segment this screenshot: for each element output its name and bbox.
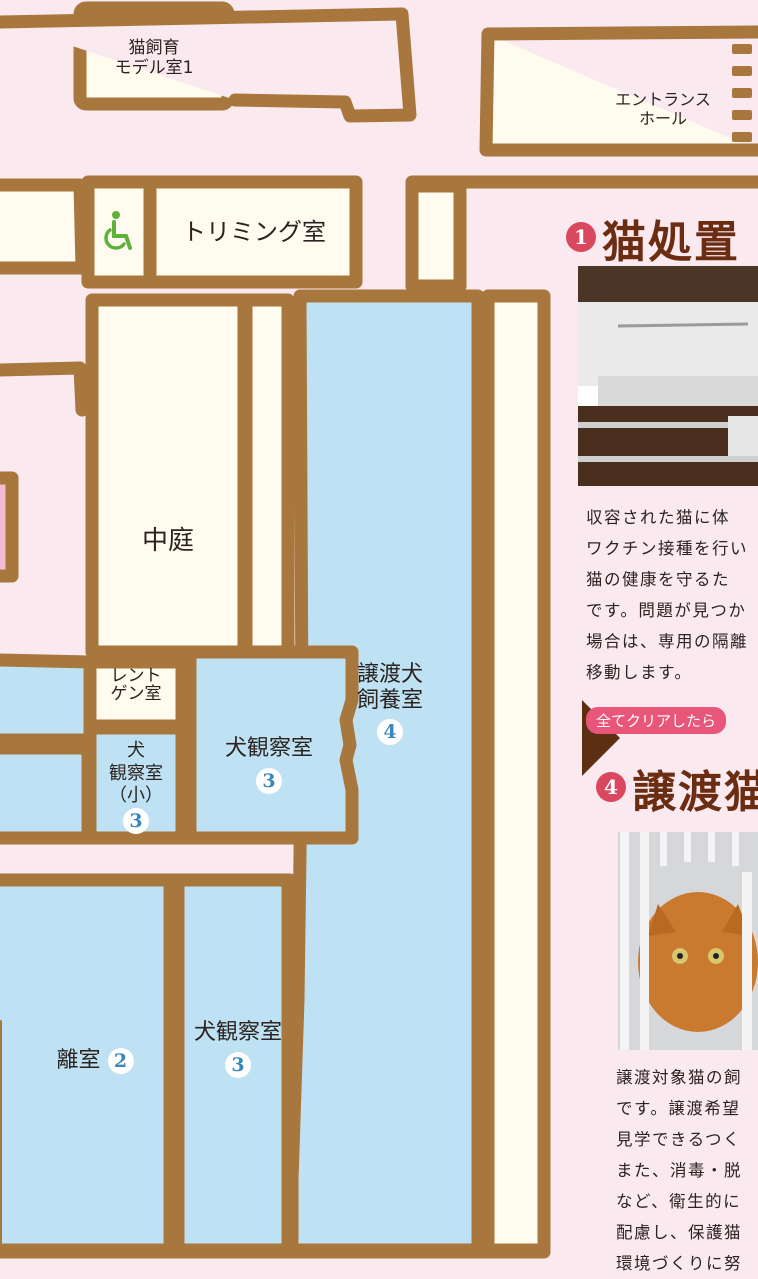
dog-observation-small-label: 犬観察室（小） 3 [109, 740, 163, 834]
courtyard-wall [85, 293, 251, 659]
isolation-room-label: 離室 2 [30, 1048, 160, 1074]
cat-model-room-label: 猫飼育モデル室1 [114, 38, 194, 79]
section-4-description: 譲渡対象猫の飼 です。譲渡希望 見学できるつく また、消毒・脱 など、衛生的に … [616, 1068, 742, 1273]
cat-treatment-photo [578, 266, 758, 486]
all-clear-tag: 全てクリアしたら [586, 707, 727, 734]
section-1-number: 1 [566, 222, 596, 252]
xray-room-label: レントゲン室 [110, 666, 162, 704]
adoption-dog-room-badge: 4 [377, 718, 403, 745]
section-4-number: 4 [596, 772, 626, 802]
courtyard-label: 中庭 [141, 526, 194, 556]
trimming-room-label: トリミング室 [182, 218, 326, 246]
adoption-dog-room-label: 譲渡犬飼養室 4 [356, 662, 423, 745]
dog-observation-b-badge: 3 [225, 1052, 251, 1079]
adoption-cat-photo [618, 832, 758, 1050]
wheelchair-icon [104, 210, 136, 250]
isolation-room-badge: 2 [107, 1048, 134, 1074]
dog-observation-a-badge: 3 [256, 768, 282, 795]
dog-observation-a-label: 犬観察室 3 [224, 736, 313, 795]
section-4-title: 譲渡猫 [632, 767, 758, 818]
dog-observation-b-label: 犬観察室 3 [193, 1020, 282, 1079]
trimming-room-wall [81, 175, 363, 289]
entrance-hall-label: エントランスホール [615, 90, 711, 129]
dog-observation-small-badge: 3 [123, 807, 149, 834]
section-1-title: 猫処置 [602, 217, 740, 268]
section-1-description: 収容された猫に体 ワクチン接種を行い 猫の健康を守るた です。問題が見つか 場合… [586, 508, 748, 682]
